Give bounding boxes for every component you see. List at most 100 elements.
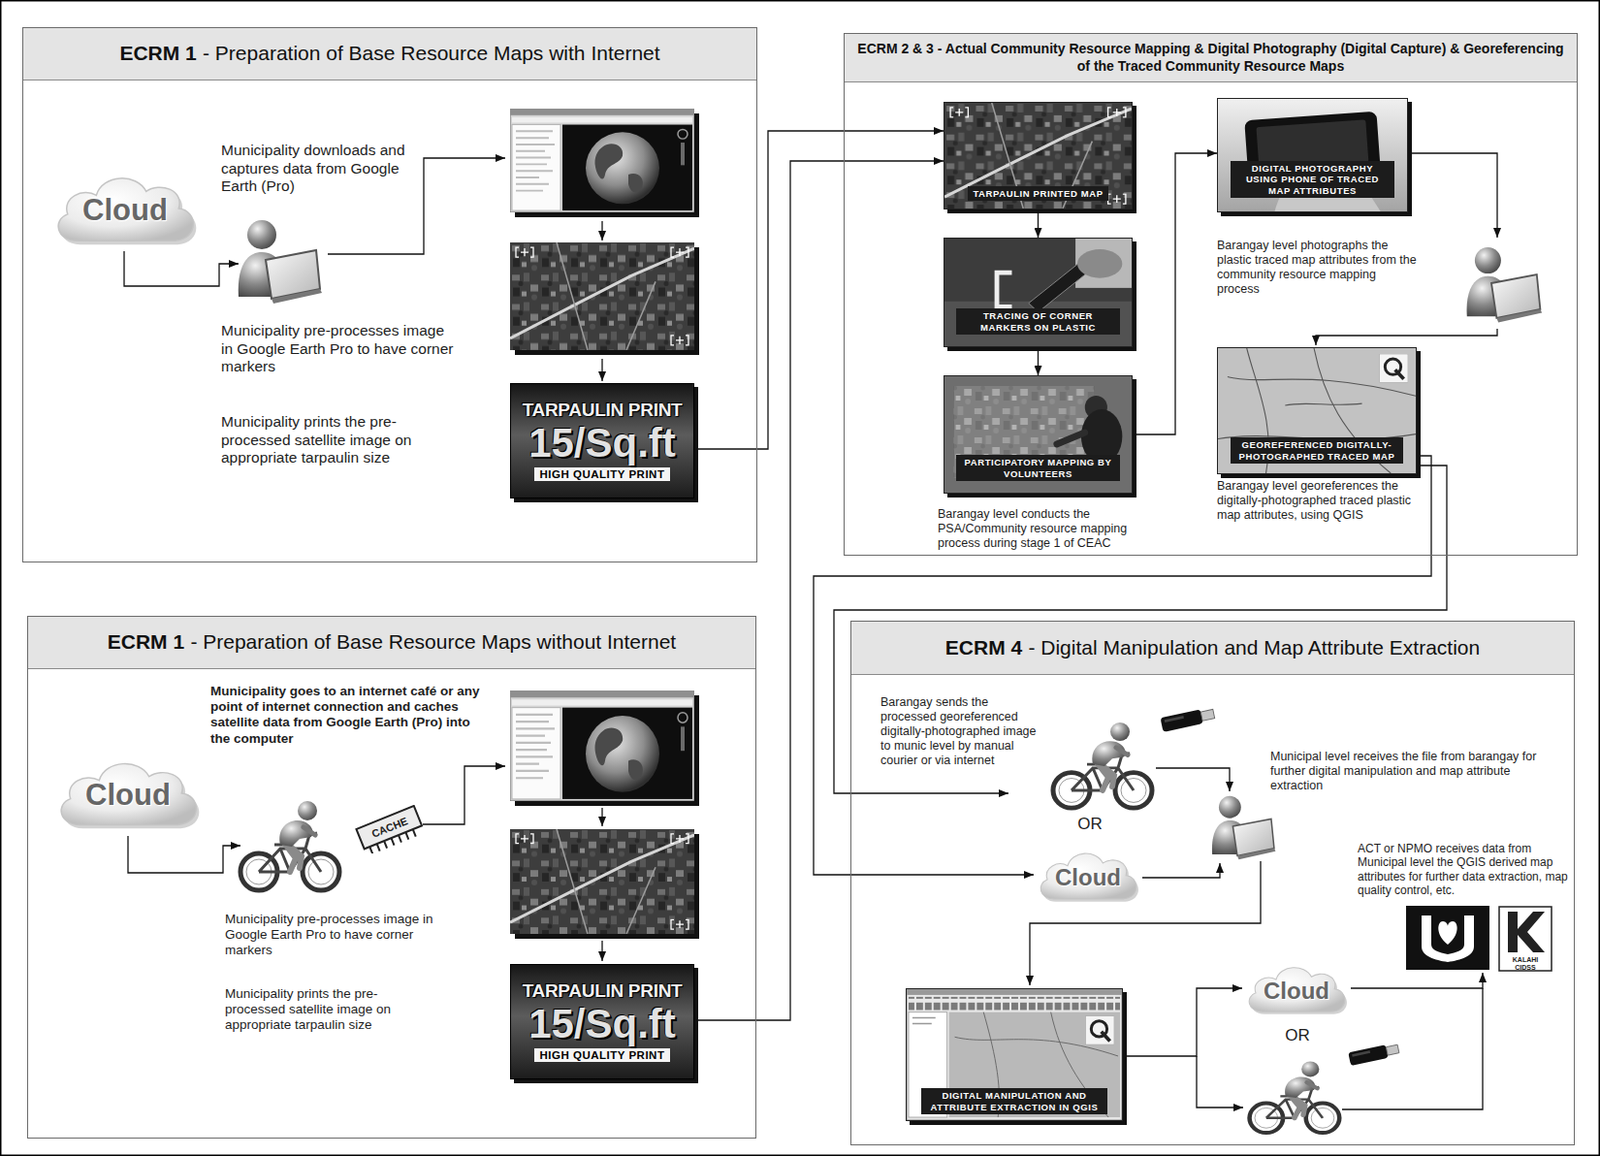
panel-d-illustration xyxy=(1212,796,1277,860)
panel-title: - Digital Manipulation and Map Attribute… xyxy=(1027,635,1480,661)
panel-b-illustration xyxy=(510,829,695,934)
panel-a-illustration xyxy=(124,158,603,382)
or-label: OR xyxy=(1278,1025,1317,1046)
photo-box: GEOREFERENCED DIGITALLY-PHOTOGRAPHED TRA… xyxy=(1216,347,1417,475)
photo-caption: PARTICIPATORY MAPPING BY VOLUNTEERS xyxy=(956,454,1120,481)
panel-a-illustration xyxy=(601,221,603,241)
photo-caption: TARPAULIN PRINTED MAP xyxy=(967,186,1108,201)
cloud-label: Cloud xyxy=(82,192,168,228)
print-text: TARPAULIN PRINT xyxy=(522,981,683,1001)
flow-arrow xyxy=(1122,988,1243,1056)
panel-d-illustration xyxy=(1347,1042,1400,1066)
cloud-shape xyxy=(58,178,196,245)
panel-d-illustration xyxy=(1350,972,1483,989)
cloud-node: Cloud xyxy=(1242,958,1351,1019)
print-text: 15/Sq.ft xyxy=(528,1003,676,1045)
cloud-label: Cloud xyxy=(1263,977,1330,1005)
step-note: Barangay level conducts the PSA/Communit… xyxy=(937,507,1153,551)
panel-header: ECRM 1- Preparation of Base Resource Map… xyxy=(28,616,756,670)
photo-image xyxy=(944,102,1132,209)
photo-caption: GEOREFERENCED DIGITALLY-PHOTOGRAPHED TRA… xyxy=(1230,437,1403,464)
panel-d-illustration xyxy=(1196,1056,1244,1108)
print-text: HIGH QUALITY PRINT xyxy=(534,1048,672,1062)
panel-header: ECRM 4- Digital Manipulation and Map Att… xyxy=(851,621,1574,675)
chip-label: CACHE xyxy=(360,810,420,845)
process-panel: ECRM 1- Preparation of Base Resource Map… xyxy=(22,27,758,563)
cloud-label: Cloud xyxy=(85,777,171,813)
step-note: Municipality goes to an internet café or… xyxy=(210,683,492,747)
panel-title: - Preparation of Base Resource Maps with… xyxy=(190,629,676,655)
print-text: TARPAULIN PRINT xyxy=(522,400,683,420)
cloud-label: Cloud xyxy=(1055,864,1121,892)
photo-box: TRACING OF CORNER MARKERS ON PLASTIC xyxy=(943,237,1133,348)
photo-box: PARTICIPATORY MAPPING BY VOLUNTEERS xyxy=(943,375,1133,494)
or-label: OR xyxy=(1070,814,1110,834)
photo-box: DIGITAL PHOTOGRAPHY USING PHONE OF TRACE… xyxy=(1216,97,1408,213)
photo-image xyxy=(1217,348,1416,474)
panel-title: - Preparation of Base Resource Maps with… xyxy=(202,40,661,66)
logo-label: KALAHI CIDSS xyxy=(1509,956,1541,971)
photo-box: TARPAULIN PRINTED MAP xyxy=(943,101,1133,210)
panel-b-illustration xyxy=(240,800,340,891)
step-note: Municipality pre-processes image in Goog… xyxy=(224,911,453,960)
photo-image xyxy=(1217,98,1408,212)
photo-image xyxy=(906,989,1122,1120)
photo-caption: DIGITAL MANIPULATION AND ATTRIBUTE EXTRA… xyxy=(921,1088,1108,1115)
panel-d-illustration xyxy=(1499,906,1552,971)
panel-d-illustration xyxy=(1160,706,1216,733)
print-text: HIGH QUALITY PRINT xyxy=(534,467,672,481)
panel-c-illustration xyxy=(833,153,1542,794)
step-note: Barangay sends the processed georeferenc… xyxy=(880,695,1048,768)
flow-arrow xyxy=(694,160,944,1021)
panel-d-illustration xyxy=(1155,768,1230,792)
step-note: Barangay level photographs the plastic t… xyxy=(1216,238,1421,297)
panel-d-illustration xyxy=(1342,988,1483,1110)
panel-header: ECRM 2 & 3 - Actual Community Resource M… xyxy=(844,33,1577,83)
step-note: Municipality downloads and captures data… xyxy=(221,141,416,196)
panel-c-illustration xyxy=(1411,153,1498,238)
panel-title: ECRM 1 xyxy=(119,40,196,66)
panel-a-illustration xyxy=(510,242,695,351)
panel-d-illustration xyxy=(1406,905,1490,970)
panel-title: ECRM 2 & 3 - Actual Community Resource M… xyxy=(856,40,1566,75)
step-note: Municipal level receives the file from b… xyxy=(1270,749,1542,794)
cloud-shape xyxy=(61,764,199,830)
photo-image xyxy=(944,376,1132,493)
flow-arrow xyxy=(1037,347,1039,376)
step-note: Barangay level georeferences the digital… xyxy=(1216,479,1423,523)
step-note: Municipality prints the pre-processed sa… xyxy=(224,986,434,1034)
photo-caption: TRACING OF CORNER MARKERS ON PLASTIC xyxy=(956,308,1120,335)
panel-title: ECRM 4 xyxy=(945,635,1023,661)
cloud-node: Cloud xyxy=(1033,843,1143,906)
panel-d-illustration xyxy=(1029,861,1261,986)
flow-arrow xyxy=(1132,153,1217,435)
flow-arrow xyxy=(1037,209,1039,238)
photo-image xyxy=(944,238,1132,347)
flow-arrow xyxy=(694,130,944,449)
step-note: Municipality prints the pre-processed sa… xyxy=(221,413,459,468)
panel-a-illustration xyxy=(238,220,322,304)
panel-c-illustration xyxy=(1315,328,1498,346)
panel-d-illustration xyxy=(1053,722,1152,808)
step-note: Municipality pre-processes image in Goog… xyxy=(221,321,459,377)
cloud-shape xyxy=(1248,967,1347,1015)
panel-c-illustration xyxy=(1467,247,1543,322)
panel-header: ECRM 1- Preparation of Base Resource Map… xyxy=(23,28,757,81)
panel-b-illustration xyxy=(601,940,603,961)
process-panel: ECRM 2 & 3 - Actual Community Resource M… xyxy=(843,32,1578,556)
tarpaulin-print: TARPAULIN PRINT15/Sq.ftHIGH QUALITY PRIN… xyxy=(510,963,695,1080)
panel-a-illustration xyxy=(124,251,239,287)
photo-caption: DIGITAL PHOTOGRAPHY USING PHONE OF TRACE… xyxy=(1230,160,1396,198)
panel-title: ECRM 1 xyxy=(107,629,185,655)
step-note: ACT or NPMO receives data from Municipal… xyxy=(1357,841,1571,898)
panel-b-illustration xyxy=(128,766,603,961)
panel-a-illustration xyxy=(124,108,700,382)
cloud-shape xyxy=(1040,853,1139,902)
panel-d-illustration xyxy=(1342,988,1483,1110)
print-text: 15/Sq.ft xyxy=(528,422,676,464)
panel-b-illustration xyxy=(422,766,506,825)
panel-d-illustration xyxy=(1142,863,1220,878)
panel-d-illustration xyxy=(1249,1060,1341,1133)
